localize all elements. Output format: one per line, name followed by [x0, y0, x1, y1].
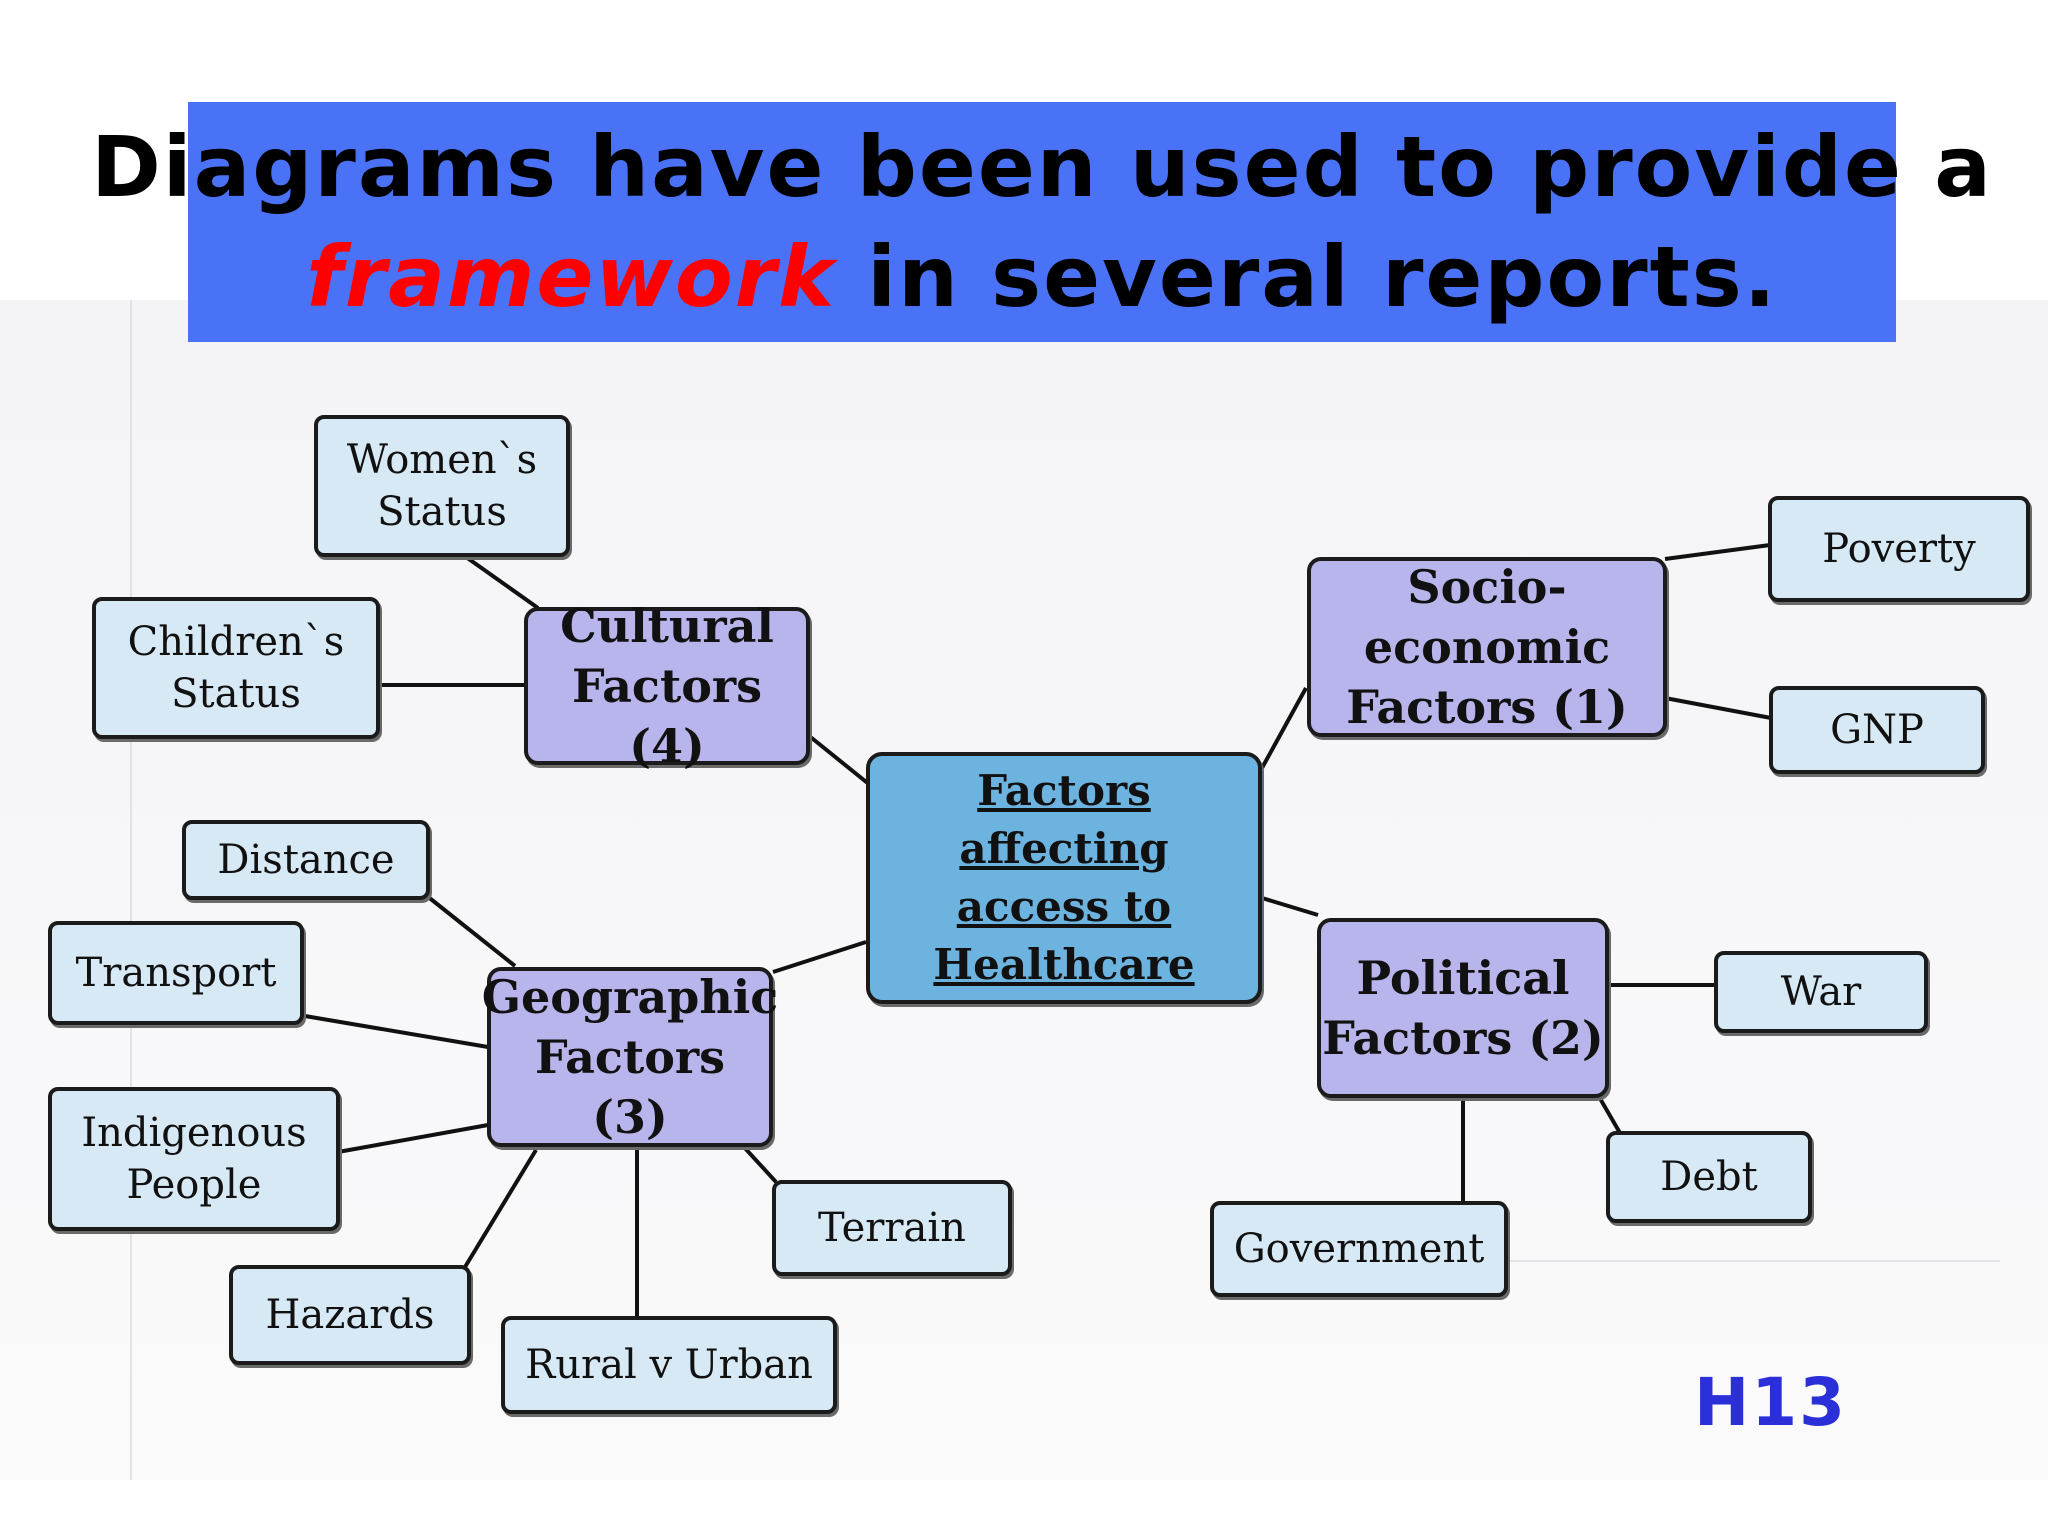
connector-center-cultural [806, 733, 872, 787]
title-line-2-rest: in several reports. [836, 228, 1778, 326]
connector-terrain [741, 1144, 778, 1184]
center-line-1: Factors affecting [959, 766, 1169, 873]
connector-hazards [463, 1148, 538, 1269]
leaf-womens-status: Women`s Status [314, 415, 570, 557]
title-banner: Diagrams have been used to provide a fra… [91, 102, 1991, 342]
connector-womens-status [464, 555, 540, 610]
category-geographic-factors: Geographic Factors (3) [482, 967, 778, 1147]
center-node-healthcare-access: Factors affecting access to Healthcare [866, 752, 1262, 1004]
leaf-childrens-status: Children`s Status [92, 597, 380, 739]
connector-center-geographic [772, 940, 867, 974]
leaf-transport: Transport [48, 921, 304, 1025]
connector-gnp [1664, 696, 1772, 720]
category-cultural-factors: Cultural Factors (4) [524, 599, 810, 773]
leaf-poverty: Poverty [1768, 496, 2030, 602]
title-highlight-word: framework [306, 228, 837, 326]
category-socioeconomic-factors: Socio-economic Factors (1) [1307, 557, 1667, 737]
leaf-government: Government [1210, 1201, 1508, 1297]
leaf-indigenous-people: Indigenous People [48, 1087, 340, 1231]
connector-center-socio [1260, 687, 1308, 769]
leaf-hazards: Hazards [229, 1265, 471, 1365]
title-line-2: framework in several reports. [306, 222, 1777, 332]
connector-debt [1596, 1093, 1622, 1135]
connector-indigenous [337, 1123, 489, 1154]
center-line-3: Healthcare [933, 940, 1195, 989]
leaf-terrain: Terrain [772, 1180, 1012, 1276]
connector-transport [298, 1013, 489, 1049]
leaf-distance: Distance [182, 820, 430, 900]
center-line-2: access to [956, 882, 1172, 931]
title-line-1: Diagrams have been used to provide a [91, 118, 1993, 216]
leaf-gnp: GNP [1769, 686, 1985, 774]
slide-code-label: H13 [1694, 1364, 1848, 1441]
connector-center-political [1261, 896, 1319, 917]
leaf-war: War [1714, 951, 1928, 1033]
connector-distance [425, 894, 517, 968]
connector-poverty [1664, 543, 1771, 561]
leaf-debt: Debt [1606, 1131, 1812, 1223]
leaf-rural-v-urban: Rural v Urban [501, 1316, 837, 1414]
category-political-factors: Political Factors (2) [1317, 918, 1609, 1098]
